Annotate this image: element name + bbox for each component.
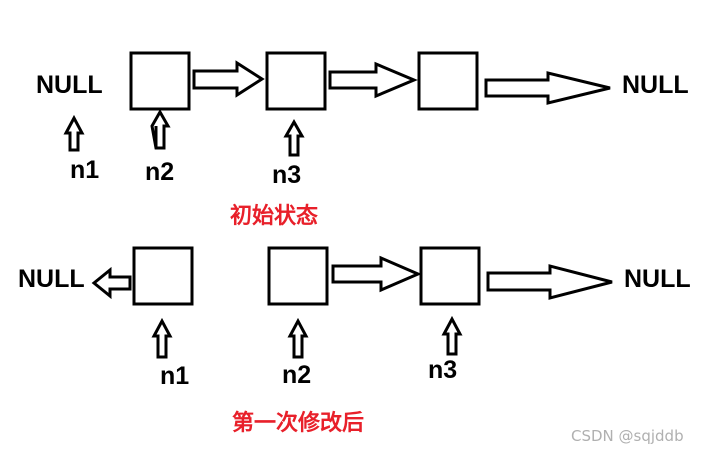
next-arrow-2-3 [328,61,418,99]
caption-after-first-change: 第一次修改后 [232,410,364,436]
caption-initial: 初始状态 [230,203,318,229]
state-initial: NULL NULL n1 n2 n3 初始状态 [36,51,689,229]
node-box-1 [129,51,191,111]
pointer-label-n2: n2 [145,158,174,186]
next-arrow-1-2 [192,60,265,98]
pointer-label-n3b: n3 [428,356,457,384]
pointer-label-n2b: n2 [282,361,311,389]
next-arrow-3-null [484,71,611,105]
node-box-2 [265,51,327,111]
pointer-label-n3: n3 [272,161,301,189]
null-left-label: NULL [36,71,103,99]
pointer-arrow-n3b [441,315,463,356]
pointer-arrow-n1b [151,317,173,359]
next-arrow-3b-null [486,264,613,300]
pointer-arrow-n2b [287,317,309,359]
state-after-first-change: NULL NULL n1 n2 n3 第一次修改后 [18,246,691,436]
node-box-2b [267,246,329,306]
pointer-arrow-n3 [283,118,305,157]
pointer-arrow-n1 [63,114,85,152]
node-box-1b [132,246,194,306]
pointer-label-n1: n1 [70,156,99,184]
back-arrow-to-null [91,266,132,300]
pointer-arrow-n2 [150,108,171,150]
node-box-3b [419,246,481,306]
null-left-label-2: NULL [18,265,85,293]
watermark: CSDN @sqjddb [571,427,684,445]
node-box-3 [417,51,479,111]
null-right-label: NULL [622,71,689,99]
next-arrow-2b-3b [331,255,422,293]
pointer-label-n1b: n1 [160,362,189,390]
null-right-label-2: NULL [624,265,691,293]
